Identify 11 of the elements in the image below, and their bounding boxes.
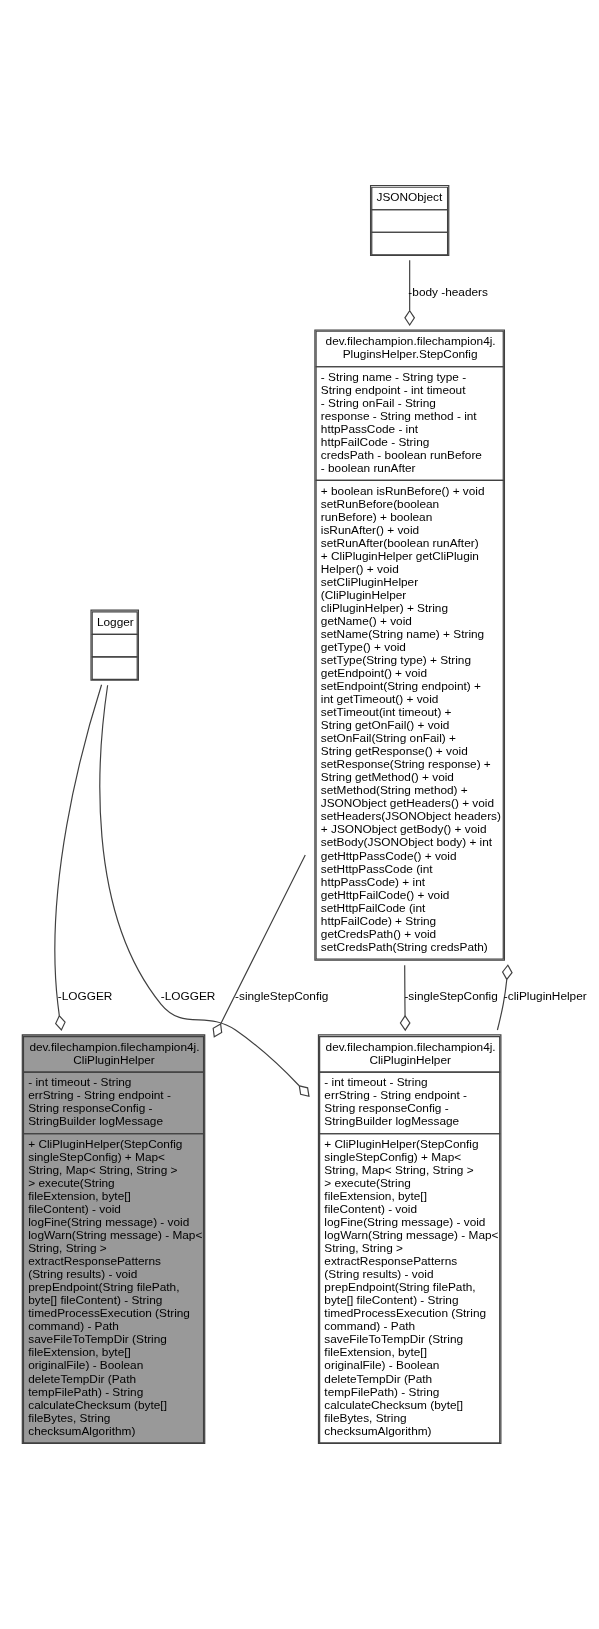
edge-label: -LOGGER [57, 989, 113, 1004]
connector [399, 964, 411, 1032]
edge-label: -LOGGER [160, 989, 216, 1004]
connector [99, 684, 310, 1098]
connector [496, 964, 513, 1031]
edge-label: -singleStepConfig [235, 989, 329, 1004]
edge-label: -singleStepConfig [404, 989, 498, 1004]
connector [54, 684, 103, 1031]
connector [212, 854, 306, 1038]
edge-label: -cliPluginHelper [503, 989, 587, 1004]
connector [404, 259, 416, 327]
